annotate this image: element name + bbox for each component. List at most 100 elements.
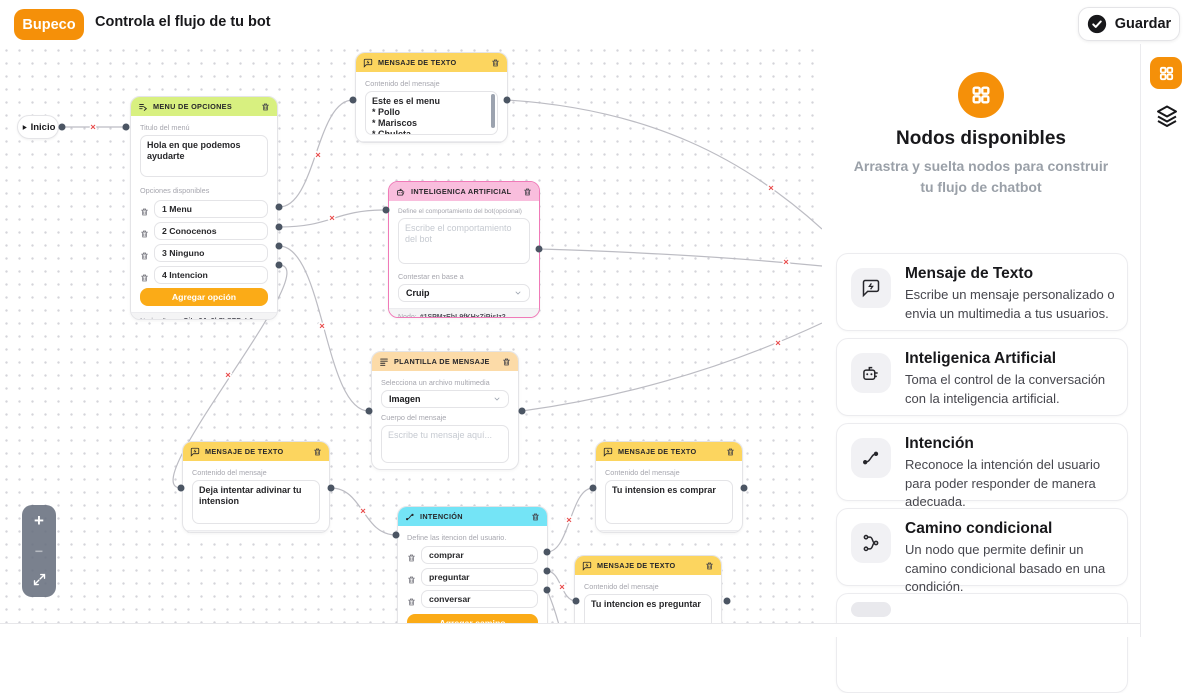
node-menu-de-opciones[interactable]: MENU DE OPCIONES Titulo del menú Hola en…: [130, 96, 278, 320]
trash-icon[interactable]: [726, 447, 735, 457]
edge-delete-icon[interactable]: ×: [318, 320, 327, 334]
card-mensaje-de-texto[interactable]: Mensaje de Texto Escribe un mensaje pers…: [836, 253, 1128, 331]
connection-handle[interactable]: [543, 548, 551, 556]
brand-badge[interactable]: Bupeco: [14, 9, 84, 40]
menu-option-row: [140, 244, 268, 262]
edge-delete-icon[interactable]: ×: [359, 505, 368, 519]
message-body-input[interactable]: [381, 425, 509, 463]
connection-handle[interactable]: [543, 567, 551, 575]
connection-handle[interactable]: [503, 96, 511, 104]
panel-subtitle: Arrastra y suelta nodos para construir t…: [853, 158, 1109, 195]
connection-handle[interactable]: [275, 203, 283, 211]
edge-delete-icon[interactable]: ×: [558, 581, 567, 595]
card-inteligencia-artificial[interactable]: Inteligenica Artificial Toma el control …: [836, 338, 1128, 416]
message-content-input[interactable]: Tu intencion es preguntar: [584, 594, 712, 624]
trash-icon[interactable]: [523, 187, 532, 197]
trash-icon[interactable]: [705, 561, 714, 571]
start-node[interactable]: Inicio: [17, 115, 59, 139]
node-mensaje-texto-intencion[interactable]: MENSAJE DE TEXTO Contenido del mensaje D…: [182, 441, 330, 533]
trash-icon[interactable]: [140, 226, 149, 238]
menu-option-input[interactable]: [154, 222, 268, 240]
intent-option-input[interactable]: [421, 568, 538, 586]
answer-source-select[interactable]: Cruip: [398, 284, 530, 302]
node-inteligencia-artificial[interactable]: INTELIGENICA ARTIFICIAL Define el compor…: [388, 181, 540, 318]
edge-delete-icon[interactable]: ×: [224, 369, 233, 383]
nodes-tab-button[interactable]: [1150, 57, 1182, 89]
node-mensaje-texto-comprar[interactable]: MENSAJE DE TEXTO Contenido del mensaje T…: [595, 441, 743, 533]
app-header: Bupeco Controla el flujo de tu bot Guard…: [0, 0, 1200, 44]
edge-delete-icon[interactable]: ×: [565, 514, 574, 528]
template-icon: [379, 357, 389, 367]
connection-handle[interactable]: [723, 597, 731, 605]
connection-handle[interactable]: [349, 96, 357, 104]
zoom-in-button[interactable]: +: [34, 511, 44, 530]
add-path-button[interactable]: Agregar camino: [407, 614, 538, 624]
message-content-input[interactable]: Tu intension es comprar: [605, 480, 733, 524]
connection-handle[interactable]: [122, 123, 130, 131]
connection-edge: ×: [278, 245, 370, 412]
connection-handle[interactable]: [275, 223, 283, 231]
node-mensaje-texto-preguntar[interactable]: MENSAJE DE TEXTO Contenido del mensaje T…: [574, 555, 722, 624]
trash-icon[interactable]: [407, 594, 416, 606]
intent-option-input[interactable]: [421, 590, 538, 608]
node-plantilla-de-mensaje[interactable]: PLANTILLA DE MENSAJE Selecciona un archi…: [371, 351, 519, 470]
node-mensaje-texto-menu[interactable]: MENSAJE DE TEXTO Contenido del mensaje E…: [355, 52, 508, 143]
intent-option-input[interactable]: [421, 546, 538, 564]
edge-delete-icon[interactable]: ×: [767, 182, 776, 196]
edge-delete-icon[interactable]: ×: [328, 212, 337, 226]
edge-delete-icon[interactable]: ×: [782, 256, 791, 270]
edge-delete-icon[interactable]: ×: [314, 149, 323, 163]
connection-handle[interactable]: [572, 597, 580, 605]
connection-handle[interactable]: [535, 245, 543, 253]
field-label: Contenido del mensaje: [605, 468, 680, 477]
node-intencion[interactable]: INTENCIÓN Define las itencion del usuari…: [397, 506, 548, 624]
connection-handle[interactable]: [365, 407, 373, 415]
connection-handle[interactable]: [543, 586, 551, 594]
menu-title-input[interactable]: Hola en que podemos ayudarte: [140, 135, 268, 177]
edge-delete-icon[interactable]: ×: [89, 121, 98, 135]
scrollbar[interactable]: [491, 94, 495, 128]
bot-behavior-input[interactable]: [398, 218, 530, 264]
connection-handle[interactable]: [740, 484, 748, 492]
flow-canvas[interactable]: × × × × × × × × × × × Inicio MENU DE OPC…: [0, 44, 822, 624]
trash-icon[interactable]: [531, 512, 540, 522]
media-type-select[interactable]: Imagen: [381, 390, 509, 408]
trash-icon[interactable]: [407, 550, 416, 562]
node-id: #1SPMzEbL9fKHxZjPisIz2: [419, 313, 506, 318]
connection-handle[interactable]: [177, 484, 185, 492]
trash-icon[interactable]: [407, 572, 416, 584]
menu-option-input[interactable]: [154, 266, 268, 284]
nodes-panel: Nodos disponibles Arrastra y suelta nodo…: [822, 44, 1140, 693]
connection-handle[interactable]: [58, 123, 66, 131]
add-option-button[interactable]: Agregar opción: [140, 288, 268, 306]
fit-view-button[interactable]: [32, 572, 47, 590]
trash-icon[interactable]: [140, 204, 149, 216]
zoom-out-button[interactable]: −: [34, 542, 44, 559]
card-partial[interactable]: [836, 593, 1128, 693]
card-camino-condicional[interactable]: Camino condicional Un nodo que permite d…: [836, 508, 1128, 594]
menu-option-input[interactable]: [154, 200, 268, 218]
save-button[interactable]: Guardar: [1078, 7, 1180, 41]
connection-handle[interactable]: [382, 206, 390, 214]
trash-icon[interactable]: [491, 58, 500, 68]
connection-handle[interactable]: [392, 531, 400, 539]
edge-delete-icon[interactable]: ×: [774, 337, 783, 351]
connection-handle[interactable]: [327, 484, 335, 492]
connection-edge: ×: [546, 570, 577, 602]
trash-icon[interactable]: [140, 248, 149, 260]
connection-handle[interactable]: [275, 261, 283, 269]
trash-icon[interactable]: [502, 357, 511, 367]
menu-option-input[interactable]: [154, 244, 268, 262]
layers-tab-button[interactable]: [1155, 104, 1179, 128]
trash-icon[interactable]: [140, 270, 149, 282]
trash-icon[interactable]: [261, 102, 270, 112]
trash-icon[interactable]: [313, 447, 322, 457]
card-intencion[interactable]: Intención Reconoce la intención del usua…: [836, 423, 1128, 509]
message-content-input[interactable]: Deja intentar adivinar tu intension: [192, 480, 320, 524]
connection-handle[interactable]: [275, 242, 283, 250]
message-bolt-icon: [851, 268, 891, 308]
field-label: Selecciona un archivo multimedia: [381, 378, 490, 387]
connection-handle[interactable]: [589, 484, 597, 492]
message-content-input[interactable]: Este es el menu * Pollo * Mariscos * Chu…: [365, 91, 498, 135]
connection-handle[interactable]: [518, 407, 526, 415]
